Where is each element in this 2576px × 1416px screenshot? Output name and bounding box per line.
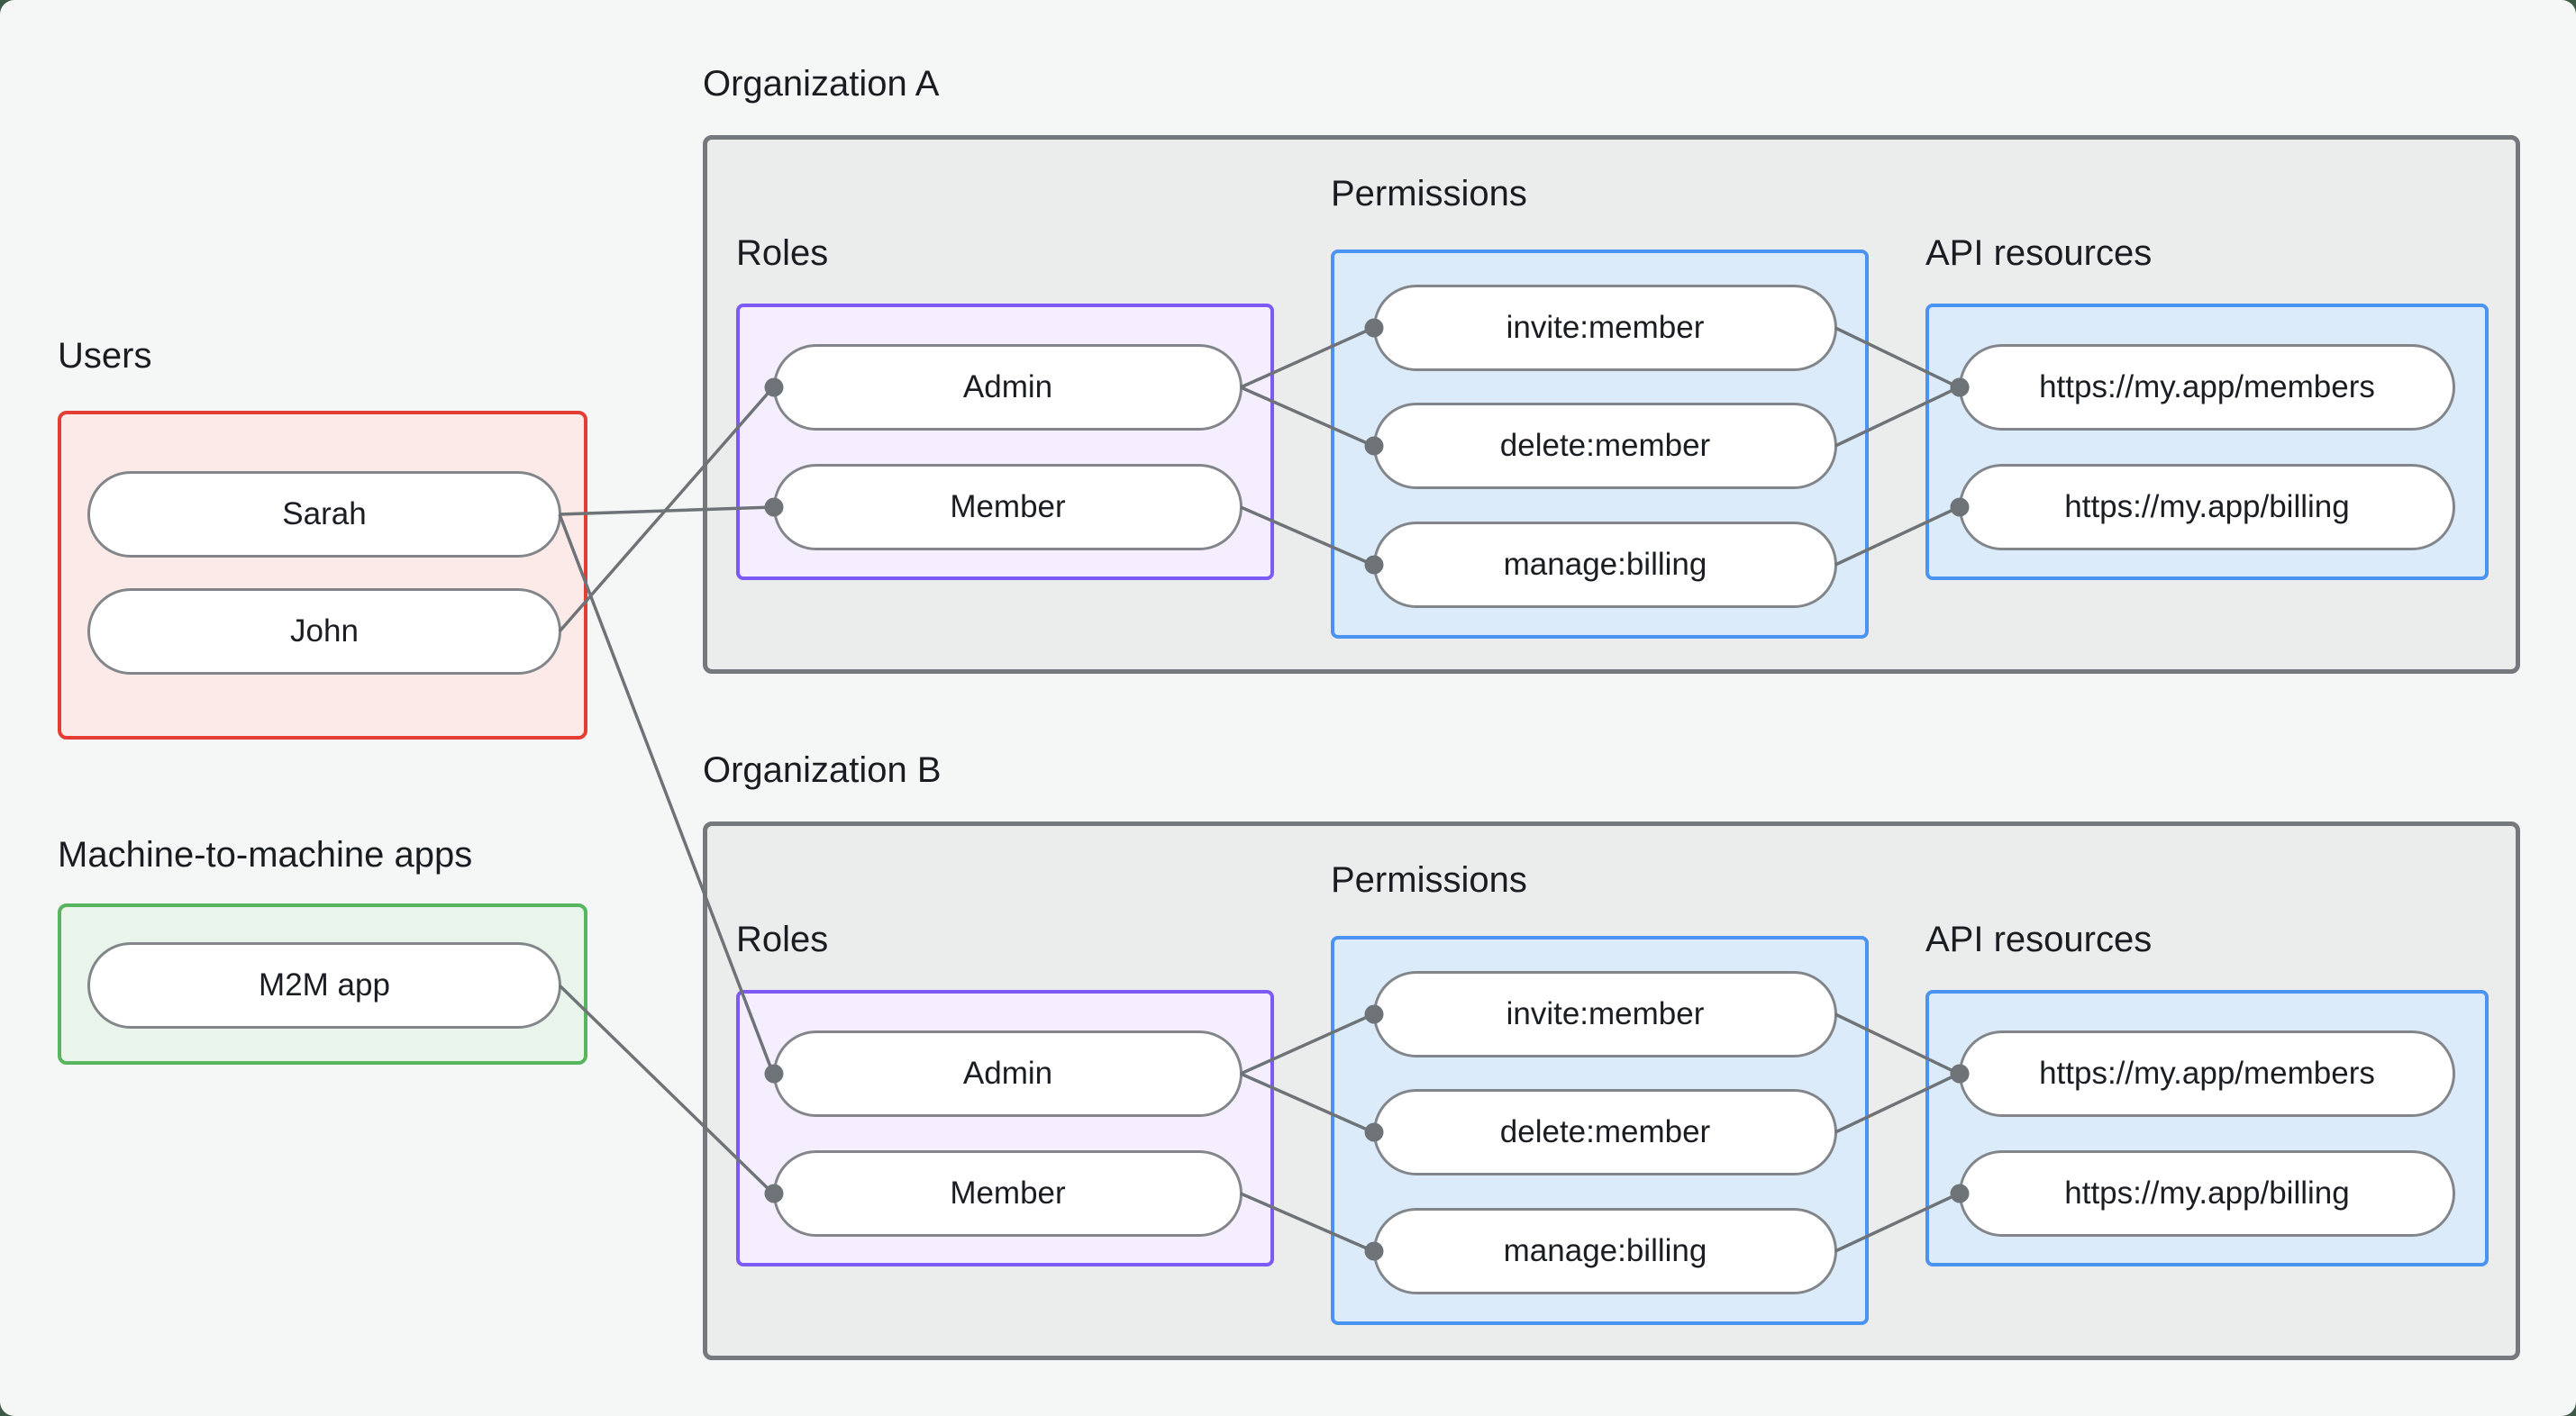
- org-a-resource-billing: https://my.app/billing: [1959, 464, 2455, 550]
- org-a-perm-invite: invite:member: [1373, 285, 1837, 371]
- org-b-permissions-label: Permissions: [1331, 860, 1527, 900]
- m2m-app-node: M2M app: [87, 942, 561, 1029]
- org-b-role-member: Member: [773, 1150, 1242, 1237]
- org-a-perm-delete: delete:member: [1373, 403, 1837, 489]
- users-box: [58, 411, 587, 740]
- org-b-role-admin: Admin: [773, 1030, 1242, 1117]
- org-b-roles-label: Roles: [736, 920, 829, 959]
- org-b-perm-delete: delete:member: [1373, 1089, 1837, 1175]
- m2m-group-label: Machine-to-machine apps: [58, 835, 473, 875]
- org-b-title: Organization B: [703, 750, 942, 790]
- org-a-roles-label: Roles: [736, 233, 829, 273]
- user-node-john: John: [87, 588, 561, 675]
- org-a-api-label: API resources: [1925, 233, 2153, 273]
- org-b-perm-invite: invite:member: [1373, 971, 1837, 1057]
- org-a-resource-members: https://my.app/members: [1959, 344, 2455, 431]
- org-a-permissions-label: Permissions: [1331, 174, 1527, 213]
- org-b-perm-manage: manage:billing: [1373, 1208, 1837, 1294]
- org-a-role-member: Member: [773, 464, 1242, 550]
- org-b-resource-members: https://my.app/members: [1959, 1030, 2455, 1117]
- org-a-perm-manage: manage:billing: [1373, 522, 1837, 608]
- org-b-api-label: API resources: [1925, 920, 2153, 959]
- user-node-sarah: Sarah: [87, 471, 561, 558]
- users-group-label: Users: [58, 336, 152, 376]
- org-a-role-admin: Admin: [773, 344, 1242, 431]
- org-a-title: Organization A: [703, 64, 940, 104]
- org-b-resource-billing: https://my.app/billing: [1959, 1150, 2455, 1237]
